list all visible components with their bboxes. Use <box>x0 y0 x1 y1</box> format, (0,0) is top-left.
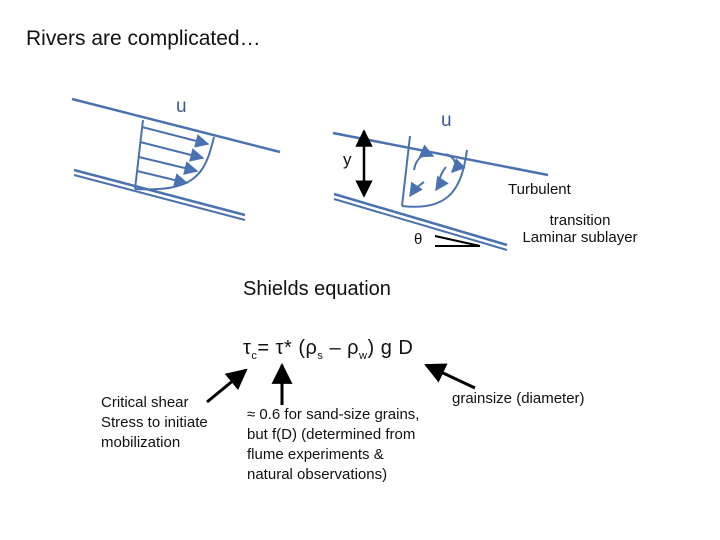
grainsize-note: grainsize (diameter) <box>452 390 585 407</box>
eddy-arrow <box>445 153 466 173</box>
critical-shear-note: Critical shear Stress to initiate mobili… <box>101 394 208 451</box>
eddy-arrow <box>435 166 449 192</box>
eddy-arrow <box>409 181 425 198</box>
eddy-arrow <box>413 144 435 171</box>
left-channel-top-line <box>71 97 281 154</box>
right-profile-baseline <box>401 135 411 207</box>
transition-label-block: transition Laminar sublayer <box>516 212 644 246</box>
eq-part-2: – ρ <box>323 337 360 359</box>
eq-rho-s-subscript: s <box>317 350 324 362</box>
left-profile-baseline <box>134 119 144 190</box>
velocity-label-right: u <box>441 110 452 131</box>
depth-label: y <box>343 150 352 169</box>
shields-equation: τc= τ* (ρs – ρw) g D <box>243 337 413 362</box>
velocity-arrow <box>136 170 189 187</box>
transition-label: transition <box>549 212 611 229</box>
slope-angle-label: θ <box>414 231 423 248</box>
right-channel-bed-line <box>333 192 508 247</box>
slide-title: Rivers are complicated… <box>26 27 261 50</box>
eq-tau-c: τ <box>243 337 252 359</box>
grainsize-arrow <box>424 363 476 390</box>
velocity-arrow <box>141 126 210 148</box>
eq-part-3: ) g D <box>367 337 414 359</box>
shields-heading: Shields equation <box>243 278 391 300</box>
right-channel-bed-line-2 <box>333 198 508 251</box>
velocity-arrow <box>138 156 199 175</box>
eq-rho-w-subscript: w <box>359 350 368 362</box>
laminar-sublayer-label: Laminar sublayer <box>522 229 638 246</box>
velocity-arrow <box>139 141 205 162</box>
critical-shear-arrow <box>206 368 248 404</box>
eq-tau-c-subscript: c <box>251 350 258 362</box>
tau-star-note: ≈ 0.6 for sand-size grains, but f(D) (de… <box>247 406 420 483</box>
left-channel-bed-line-2 <box>73 174 246 221</box>
turbulent-label: Turbulent <box>508 181 571 198</box>
eq-part-1: = τ* (ρ <box>257 337 318 359</box>
left-channel-bed-line <box>73 168 246 217</box>
theta-line-upper <box>434 235 481 247</box>
left-velocity-profile <box>134 136 215 191</box>
velocity-label-left: u <box>176 96 187 117</box>
